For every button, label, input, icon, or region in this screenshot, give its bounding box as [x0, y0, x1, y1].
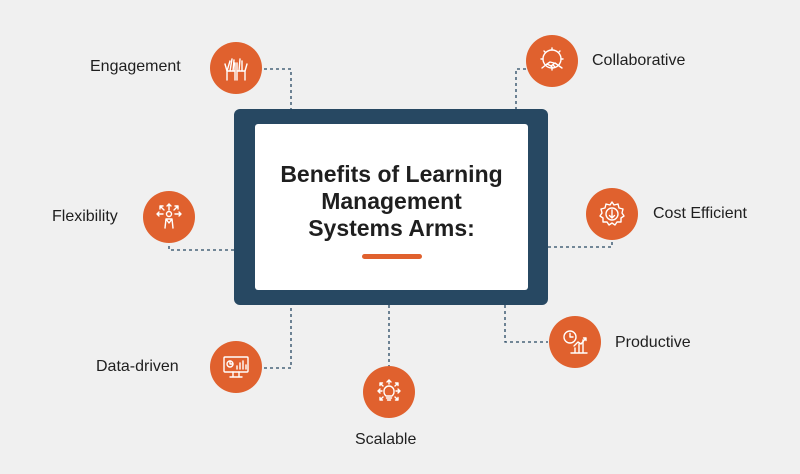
monitor-chart-icon: [223, 356, 249, 378]
title-line-1: Benefits of Learning: [280, 161, 503, 187]
data-driven-badge: [210, 341, 262, 393]
collaborative-badge: [526, 35, 578, 87]
title-line-3: Systems Arms:: [308, 215, 475, 241]
flexibility-label: Flexibility: [52, 208, 118, 225]
engagement-label: Engagement: [90, 58, 181, 75]
connector-engagement: [264, 68, 292, 109]
connector-data-driven: [264, 305, 292, 369]
lightbulb-arrows-icon: [377, 379, 401, 401]
engagement-badge: [210, 42, 262, 94]
clock-chart-icon: [563, 330, 588, 354]
productive-label: Productive: [615, 334, 691, 351]
diagram-title: Benefits of Learning Management Systems …: [267, 161, 517, 242]
cost-efficient-label: Cost Efficient: [653, 205, 747, 222]
flexibility-badge: [143, 191, 195, 243]
monitor-screen: Benefits of Learning Management Systems …: [255, 124, 528, 290]
scalable-badge: [363, 366, 415, 418]
scalable-label: Scalable: [355, 431, 417, 448]
handshake-gear-icon: [540, 47, 564, 71]
person-arrows-icon: [156, 203, 182, 229]
raised-hands-icon: [224, 58, 248, 81]
cost-efficient-badge: [586, 188, 638, 240]
title-underline: [361, 254, 422, 259]
gear-dollar-down-icon: [599, 201, 625, 226]
data-driven-label: Data-driven: [96, 358, 179, 375]
productive-badge: [549, 316, 601, 368]
connector-productive: [504, 305, 548, 343]
connector-collaborative: [515, 68, 526, 109]
collaborative-label: Collaborative: [592, 52, 686, 69]
title-line-2: Management: [321, 188, 462, 214]
connector-cost-efficient: [548, 240, 613, 248]
